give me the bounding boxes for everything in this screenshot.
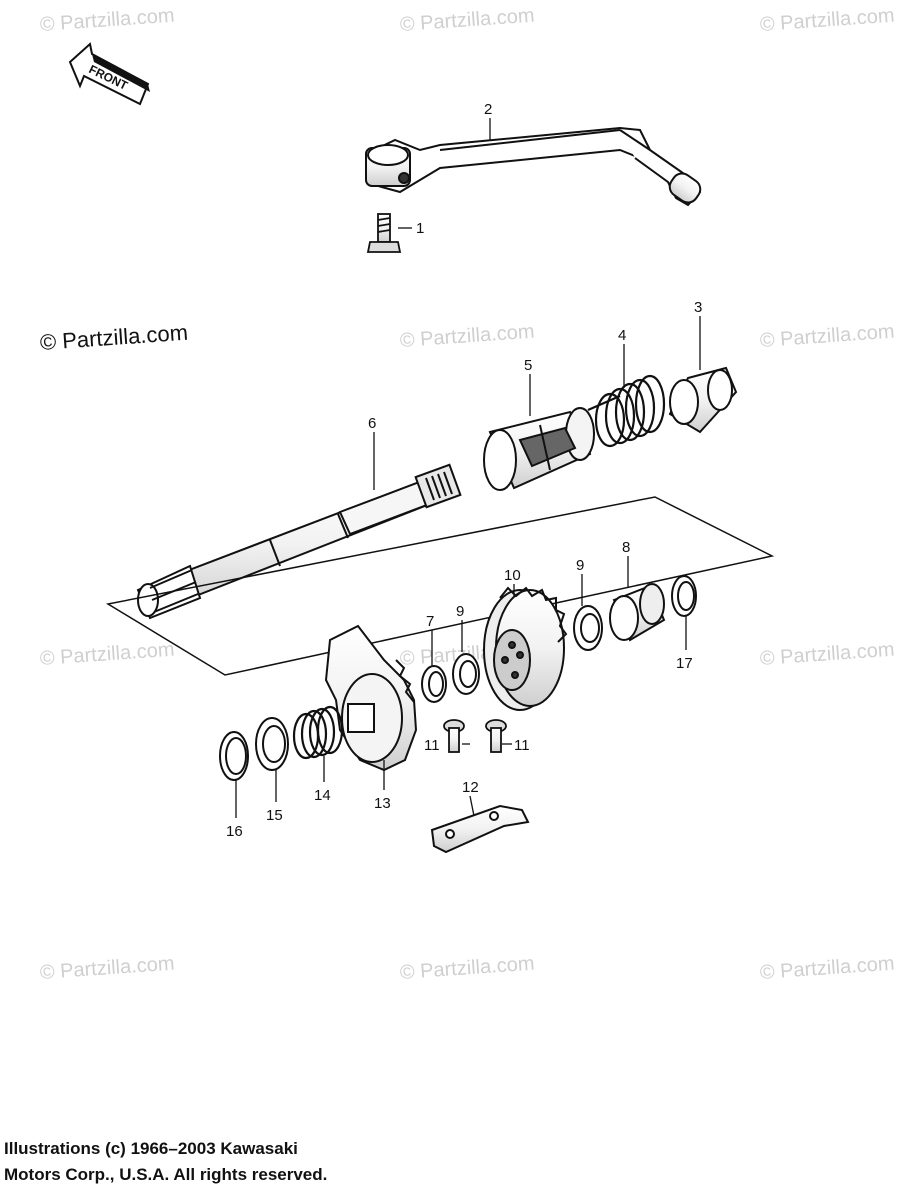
callout-2: 2 [484,101,492,118]
callout-12: 12 [462,779,479,796]
leader-lines [235,118,701,818]
callout-10: 10 [504,567,521,584]
callout-11b: 11 [514,737,530,754]
plate-12 [430,804,530,854]
shaft-6 [136,463,462,620]
callout-8: 8 [622,539,630,556]
washer-7 [421,665,447,703]
callout-9a: 9 [456,603,464,620]
bolt-11b [485,719,507,753]
callout-13: 13 [374,795,391,812]
assembly-outline [105,496,775,676]
callout-16: 16 [226,823,243,840]
bolt-11a [443,719,465,753]
callout-6: 6 [368,415,376,432]
callout-17: 17 [676,655,693,672]
washer-9a [452,653,480,695]
front-arrow-icon: FRONT [68,42,150,106]
spring-4 [587,374,666,448]
callout-4: 4 [618,327,626,344]
callout-7: 7 [426,613,434,630]
copyright-notice: Illustrations (c) 1966–2003 Kawasaki Mot… [4,1136,604,1188]
ratchet-13 [324,624,418,772]
bolt-1 [366,213,402,253]
copyright-line-2: Motors Corp., U.S.A. All rights reserved… [4,1165,328,1184]
copyright-line-1: Illustrations (c) 1966–2003 Kawasaki [4,1139,298,1158]
collar-3 [668,366,738,434]
washer-9b [573,605,603,651]
circlip-16 [219,731,249,781]
callout-3: 3 [694,299,702,316]
bushing-8 [609,583,666,642]
callout-9b: 9 [576,557,584,574]
washer-15 [255,717,289,771]
spring-14 [292,705,344,760]
callout-15: 15 [266,807,283,824]
circlip-17 [671,575,697,617]
callout-1: 1 [416,220,424,237]
kick-pedal-lever [365,126,702,207]
callout-14: 14 [314,787,331,804]
sleeve-5 [483,407,595,491]
callout-5: 5 [524,357,532,374]
callout-11a: 11 [424,737,440,754]
gear-10 [483,586,568,711]
